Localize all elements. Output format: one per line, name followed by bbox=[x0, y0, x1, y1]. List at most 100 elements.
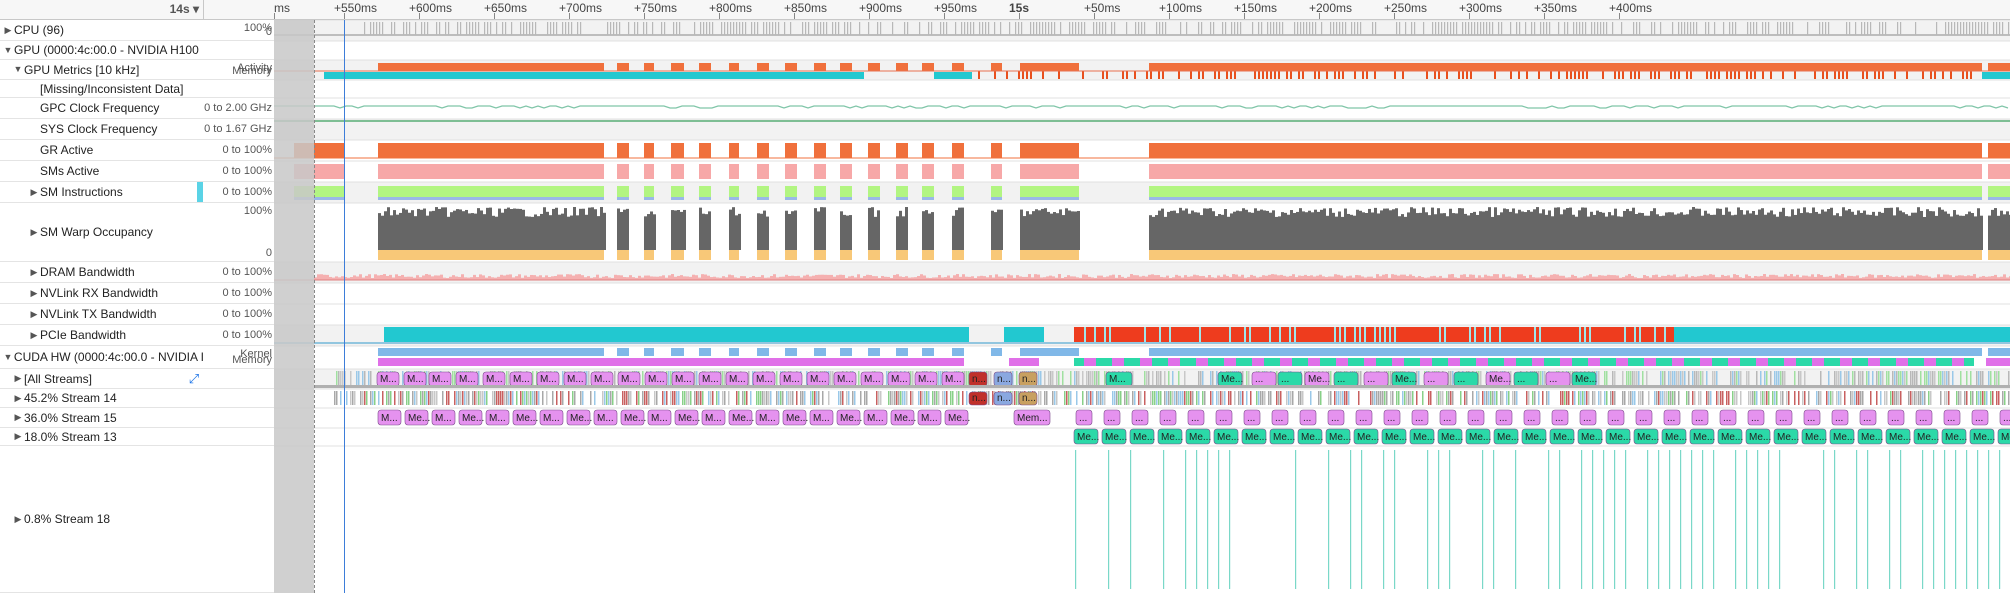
activity-texture bbox=[1394, 71, 1396, 79]
dram-bar bbox=[1052, 276, 1055, 280]
memcpy-event-label: ... bbox=[1891, 413, 1899, 424]
cpu-activity-tick bbox=[1963, 22, 1965, 35]
stream-activity bbox=[880, 391, 882, 405]
row-label-stream-15[interactable]: ▶36.0% Stream 15 bbox=[0, 408, 204, 428]
cpu-activity-tick bbox=[955, 22, 957, 35]
row-label-text: 18.0% Stream 13 bbox=[24, 429, 117, 444]
dram-bar bbox=[383, 274, 386, 280]
collapse-icon[interactable]: ▼ bbox=[3, 351, 13, 362]
warp-occupancy-bar bbox=[671, 210, 674, 250]
row-label-missing-data[interactable]: [Missing/Inconsistent Data] bbox=[0, 80, 204, 98]
dram-bar bbox=[1952, 277, 1955, 280]
row-label-sm-warp-occupancy[interactable]: ▶SM Warp Occupancy bbox=[0, 203, 204, 262]
stream-activity bbox=[1642, 371, 1644, 386]
cpu-activity-tick bbox=[859, 22, 861, 35]
row-label-gr-active[interactable]: GR Active bbox=[0, 140, 204, 161]
row-label-nvlink-rx[interactable]: ▶NVLink RX Bandwidth bbox=[0, 283, 204, 304]
memset-event bbox=[1353, 428, 1379, 445]
row-label-sm-instructions[interactable]: ▶SM Instructions bbox=[0, 182, 204, 203]
row-label-pcie-bandwidth[interactable]: ▶PCIe Bandwidth bbox=[0, 325, 204, 346]
dram-bar bbox=[1481, 277, 1484, 280]
time-base-selector[interactable]: 14s ▾ bbox=[0, 0, 204, 19]
dram-bar bbox=[437, 275, 440, 280]
warp-occupancy-bar bbox=[1251, 212, 1254, 250]
expand-icon[interactable]: ▶ bbox=[4, 24, 12, 35]
dram-bar bbox=[1460, 274, 1463, 280]
time-cursor[interactable] bbox=[344, 20, 345, 593]
expand-icon[interactable]: ▶ bbox=[14, 513, 22, 524]
dram-bar bbox=[776, 277, 779, 280]
expand-icon[interactable]: ▶ bbox=[14, 412, 22, 422]
maximize-icon[interactable]: ⤢ bbox=[188, 371, 200, 386]
memcpy-event-label: ... bbox=[1247, 413, 1255, 424]
row-label-sys-clock[interactable]: SYS Clock Frequency bbox=[0, 119, 204, 140]
cpu-activity-tick bbox=[448, 22, 450, 35]
expand-icon[interactable]: ▶ bbox=[14, 373, 22, 383]
warp-occupancy-bar bbox=[1179, 207, 1182, 250]
row-label-nvlink-tx[interactable]: ▶NVLink TX Bandwidth bbox=[0, 304, 204, 325]
row-label-all-streams[interactable]: ▶[All Streams]⤢ bbox=[0, 369, 204, 389]
cpu-activity-tick bbox=[1486, 22, 1488, 35]
expand-icon[interactable]: ▶ bbox=[14, 431, 22, 441]
row-label-sms-active[interactable]: SMs Active bbox=[0, 161, 204, 182]
stream-activity bbox=[1956, 391, 1958, 405]
row-label-dram-bandwidth[interactable]: ▶DRAM Bandwidth bbox=[0, 262, 204, 283]
expand-icon[interactable]: ▶ bbox=[30, 308, 38, 319]
stream-activity bbox=[1104, 371, 1106, 386]
row-label-cuda-hw[interactable]: ▼CUDA HW (0000:4c:00.0 - NVIDIA I bbox=[0, 346, 204, 369]
time-ruler[interactable]: ms+550ms+600ms+650ms+700ms+750ms+800ms+8… bbox=[274, 0, 2010, 19]
dram-bar bbox=[479, 274, 482, 280]
dram-bar bbox=[1634, 277, 1637, 280]
row-label-stream-18[interactable]: ▶0.8% Stream 18 bbox=[0, 446, 204, 593]
cpu-activity-tick bbox=[766, 22, 768, 35]
dram-bar bbox=[1133, 275, 1136, 280]
warp-occupancy-bar bbox=[1740, 210, 1743, 250]
stream-activity bbox=[642, 391, 644, 405]
cpu-activity-tick bbox=[1438, 22, 1440, 35]
warp-occupancy-bar bbox=[570, 215, 573, 250]
stream-activity bbox=[1358, 391, 1360, 405]
memcpy-event-label: M... bbox=[380, 374, 397, 385]
expand-icon[interactable]: ▶ bbox=[30, 266, 38, 277]
dram-bar bbox=[914, 277, 917, 280]
cpu-activity-tick bbox=[1075, 22, 1077, 35]
row-label-gpc-clock[interactable]: GPC Clock Frequency bbox=[0, 98, 204, 119]
cpu-activity-tick bbox=[1897, 22, 1899, 35]
warp-occupancy-bar bbox=[1551, 216, 1554, 250]
warp-occupancy-bar bbox=[1197, 212, 1200, 250]
row-label-stream-14[interactable]: ▶45.2% Stream 14 bbox=[0, 389, 204, 408]
row-label-gpu-metrics[interactable]: ▼GPU Metrics [10 kHz] bbox=[0, 60, 204, 80]
stream-activity bbox=[694, 371, 696, 386]
row-label-cpu[interactable]: ▶CPU (96) bbox=[0, 20, 204, 41]
memcpy-event bbox=[620, 409, 645, 426]
expand-icon[interactable]: ▶ bbox=[30, 329, 38, 340]
row-label-stream-13[interactable]: ▶18.0% Stream 13 bbox=[0, 428, 204, 446]
stream-activity bbox=[1334, 391, 1336, 405]
stream-activity bbox=[472, 391, 474, 405]
activity-texture bbox=[1006, 71, 1008, 79]
dram-bar bbox=[1811, 274, 1814, 280]
stream-activity bbox=[1808, 391, 1810, 405]
warp-occupancy-bar bbox=[1488, 207, 1491, 250]
expand-icon[interactable]: ▶ bbox=[30, 287, 38, 298]
memcpy-event bbox=[728, 409, 753, 426]
collapse-icon[interactable]: ▼ bbox=[3, 44, 13, 55]
warp-occupancy-bar bbox=[435, 207, 438, 250]
stream-activity bbox=[1876, 391, 1878, 405]
dram-bar bbox=[1712, 274, 1715, 280]
expand-icon[interactable]: ▶ bbox=[30, 226, 38, 237]
stream-activity bbox=[1816, 391, 1818, 405]
expand-icon[interactable]: ▶ bbox=[30, 186, 38, 197]
stream-underline bbox=[314, 385, 2010, 388]
collapse-icon[interactable]: ▼ bbox=[13, 64, 23, 74]
warp-occupancy-bar bbox=[1434, 214, 1437, 250]
stream-activity bbox=[1262, 391, 1264, 405]
row-label-gpu[interactable]: ▼GPU (0000:4c:00.0 - NVIDIA H100 bbox=[0, 41, 204, 60]
dram-bar bbox=[1853, 276, 1856, 280]
expand-icon[interactable]: ▶ bbox=[14, 392, 22, 403]
memory-strip-pink bbox=[1532, 358, 1544, 366]
memcpy-event bbox=[1943, 409, 1961, 426]
dram-bar bbox=[1613, 275, 1616, 280]
timeline-tracks[interactable]: M...M...M...M...M...M...M...M...M...M...… bbox=[274, 20, 2010, 593]
cpu-activity-tick bbox=[1531, 22, 1533, 35]
